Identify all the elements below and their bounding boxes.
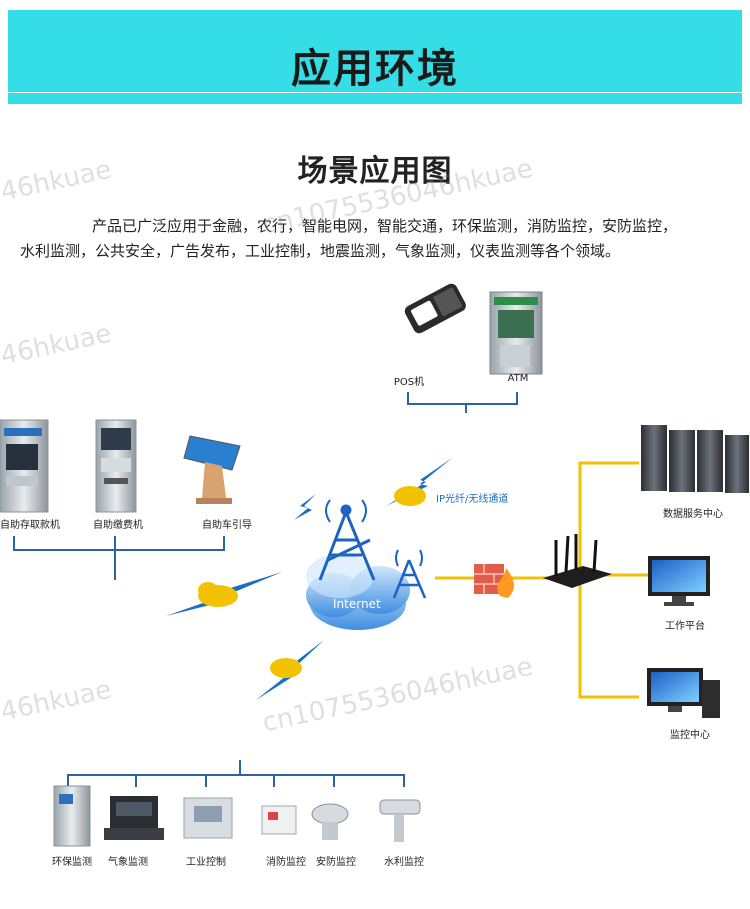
top-tree (407, 392, 518, 413)
small-tower-icon (392, 549, 427, 599)
server-rack-icon (641, 425, 749, 493)
label-fire-monitor: 消防监控 (266, 857, 306, 868)
label-parking-guide: 自助车引导 (202, 520, 252, 531)
internet-cloud-icon (306, 554, 410, 630)
label-atm: ATM (507, 373, 529, 384)
section-subtitle: 场景应用图 (297, 154, 453, 189)
fire-panel-icon (261, 805, 297, 835)
water-camera-icon (379, 799, 421, 842)
self-service-atm-icon (0, 419, 49, 513)
weather-console-icon (104, 796, 164, 840)
parking-guide-kiosk-icon (183, 435, 241, 504)
firewall-icon (474, 564, 514, 598)
label-self-atm: 自助存取款机 (0, 520, 60, 531)
intro-line-1: 产品已广泛应用于金融，农行，智能电网，智能交通，环保监测，消防监控，安防监控， (92, 217, 678, 235)
label-water-monitor: 水利监控 (384, 857, 424, 868)
monitoring-center-icon (647, 668, 720, 718)
workstation-monitor-icon (648, 556, 710, 606)
atm-kiosk-icon (489, 291, 543, 375)
cell-tower-icon (318, 499, 376, 581)
label-ip-channel: IP光纤/无线通道 (436, 494, 509, 505)
security-camera-icon (311, 803, 349, 840)
header-rule (8, 92, 742, 93)
label-weather-monitor: 气象监测 (108, 857, 148, 868)
pos-machine-icon (404, 283, 466, 334)
intro-text: 产品已广泛应用于金融，农行，智能电网，智能交通，环保监测，消防监控，安防监控， … (20, 214, 740, 264)
header-inner: 应用环境 (8, 14, 742, 92)
label-security-monitor: 安防监控 (316, 857, 356, 868)
label-env-monitor: 环保监测 (52, 857, 92, 868)
label-data-center: 数据服务中心 (663, 509, 723, 520)
label-monitor-center: 监控中心 (670, 730, 710, 741)
wireless-links (166, 458, 452, 700)
label-workstation: 工作平台 (665, 621, 705, 632)
router-icon (543, 534, 612, 588)
page-title: 应用环境 (291, 46, 459, 92)
payment-kiosk-icon (95, 419, 137, 513)
header-band: 应用环境 (8, 10, 742, 104)
left-tree (13, 536, 225, 580)
signal-clouds (198, 486, 426, 678)
env-monitor-cabinet-icon (53, 785, 91, 847)
label-payment-kiosk: 自助缴费机 (93, 520, 143, 531)
label-industrial-control: 工业控制 (186, 857, 226, 868)
label-pos: POS机 (393, 377, 425, 388)
industrial-machine-icon (183, 797, 233, 839)
intro-line-2: 水利监测，公共安全，广告发布，工业控制，地震监测，气象监测，仪表监测等各个领域。 (20, 242, 621, 260)
label-internet: Internet (333, 597, 381, 611)
bottom-tree (67, 760, 405, 787)
